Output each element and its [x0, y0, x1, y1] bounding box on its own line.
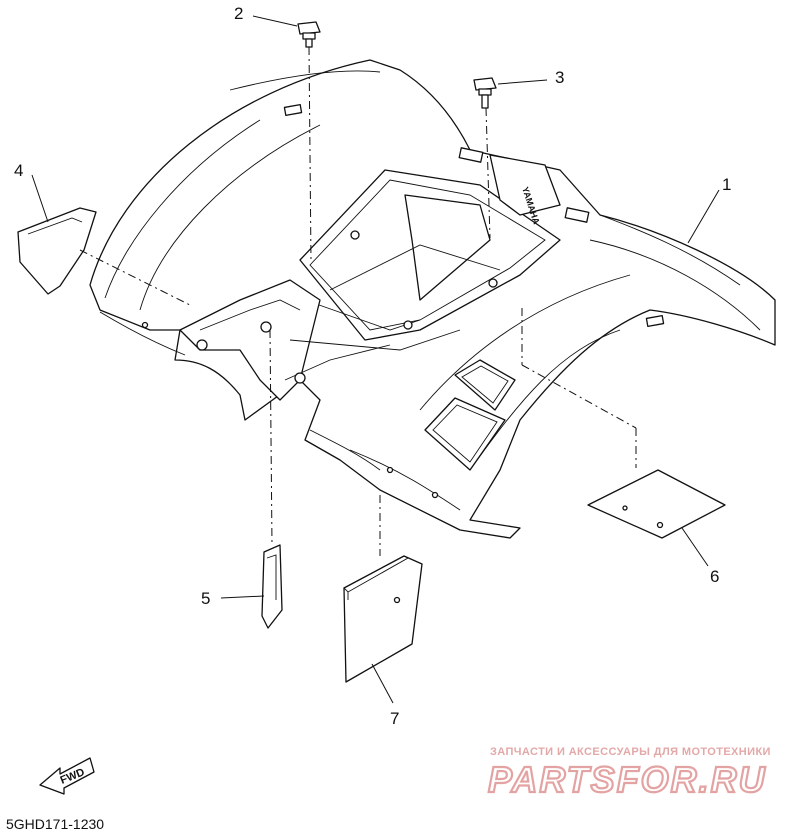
watermark-logo: PARTSFOR.RU	[488, 759, 767, 800]
callout-2: 2	[234, 4, 243, 23]
rear-fender[interactable]: YAMAHA	[89, 59, 776, 539]
callout-6: 6	[710, 567, 719, 586]
watermark-tagline: ЗАПЧАСТИ И АКСЕССУАРЫ ДЛЯ МОТОТЕХНИКИ	[490, 746, 771, 758]
plate-6[interactable]	[521, 308, 726, 567]
leader-1	[687, 189, 720, 244]
callout-3: 3	[555, 68, 564, 87]
pad-4[interactable]	[17, 174, 191, 306]
part-5[interactable]	[220, 329, 283, 629]
callout-4: 4	[14, 161, 23, 180]
callout-7: 7	[390, 709, 399, 728]
leader-2	[252, 15, 298, 27]
bolt-2[interactable]	[297, 21, 321, 263]
bolt-3[interactable]	[473, 77, 497, 239]
callout-1: 1	[722, 175, 731, 194]
callout-5: 5	[201, 589, 210, 608]
panel-7[interactable]	[343, 495, 423, 704]
leader-3	[497, 79, 548, 85]
fwd-arrow-icon: FWD	[39, 757, 95, 795]
diagram-code: 5GHD171-1230	[6, 816, 104, 832]
